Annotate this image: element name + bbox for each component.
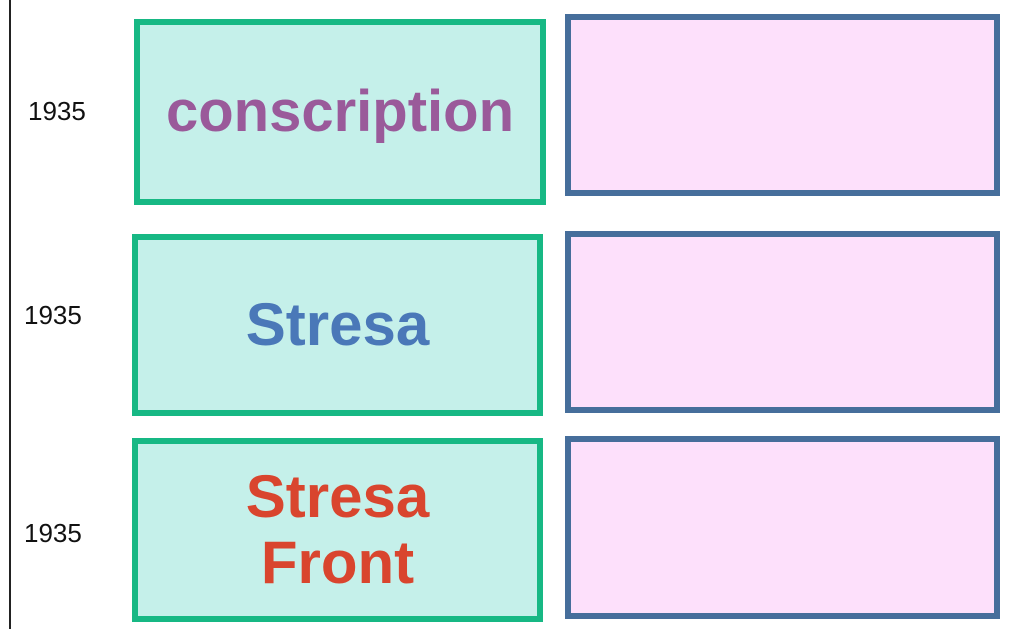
term-card: conscription [134,19,546,205]
term-card: Stresa Front [132,438,543,622]
year-label: 1935 [24,300,82,330]
term-text: conscription [165,79,515,145]
answer-box[interactable] [565,436,1000,619]
term-text-line2: Front [260,529,415,596]
term-card: Stresa [132,234,543,416]
answer-box[interactable] [565,231,1000,413]
year-label: 1935 [24,518,82,548]
year-label: 1935 [28,96,86,126]
term-text-line1: Stresa [245,463,430,530]
timeline-line [9,0,11,629]
answer-box[interactable] [565,14,1000,196]
term-text: Stresa [245,291,430,358]
